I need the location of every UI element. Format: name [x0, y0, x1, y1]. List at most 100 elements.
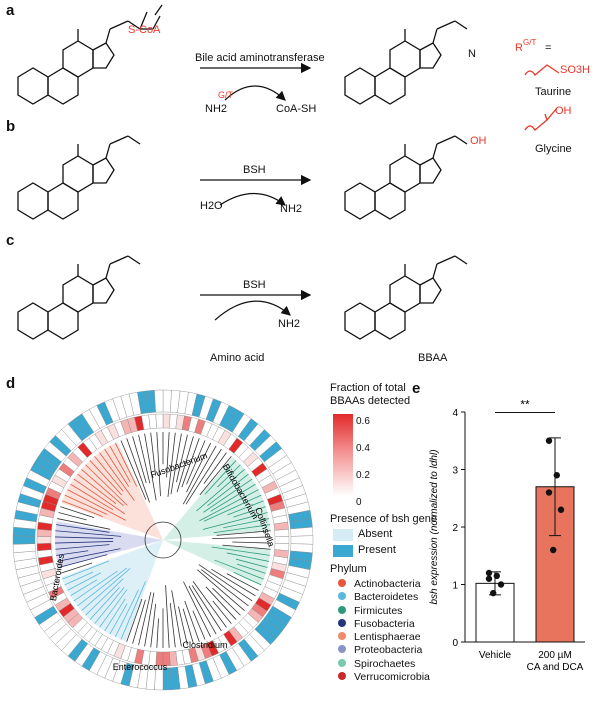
phylum-dot-icon	[338, 605, 346, 614]
panel-label-a: a	[6, 2, 15, 19]
tree-branch	[89, 460, 123, 496]
tree-branch	[185, 448, 222, 505]
tree-branch	[181, 438, 200, 488]
tree-branch	[186, 440, 206, 485]
y-tick-label: 2	[452, 523, 458, 534]
tree-branch	[89, 587, 120, 620]
phylum-label: Bacteroidetes	[354, 591, 419, 604]
tree-branch	[150, 603, 157, 648]
tree-branch	[204, 460, 237, 495]
tree-branch	[81, 568, 131, 612]
fraction-ring-cell	[274, 536, 290, 544]
tree-branch	[176, 434, 188, 483]
tree-branch	[156, 618, 159, 648]
data-point	[490, 589, 497, 597]
bsh-present-swatch	[333, 545, 353, 557]
tree-branch	[167, 432, 176, 497]
substrate-a-structure	[17, 20, 141, 105]
phylum-label: Fusobacteria	[354, 617, 415, 630]
tree-branch	[203, 478, 253, 513]
tree-branch	[207, 473, 249, 507]
tree-branch	[210, 483, 256, 512]
amino-acid-label: Amino acid	[210, 352, 265, 364]
phylum-item: Verrucomicrobia	[333, 671, 430, 684]
tree-branch	[226, 573, 259, 591]
fraction-ring-cell	[148, 413, 157, 429]
tree-branch	[104, 448, 130, 487]
tree-branch	[73, 478, 126, 515]
tree-branch	[55, 530, 122, 537]
tree-branch	[132, 436, 147, 484]
reagent-a: NH2	[205, 103, 228, 115]
tree-branch	[214, 559, 264, 580]
phylum-title: Phylum	[330, 563, 367, 575]
phylum-item: Proteobacteria	[333, 644, 430, 657]
rgt-legend-sup: G/T	[523, 38, 537, 47]
tree-branch	[57, 548, 121, 562]
fraction-ring-cell	[169, 651, 178, 667]
tree-branch	[203, 494, 262, 522]
phylum-label: Verrucomicrobia	[354, 671, 430, 684]
tree-branch	[77, 567, 128, 607]
tree-branch	[104, 598, 126, 632]
phylum-dot-icon	[338, 579, 346, 587]
tree-branch	[183, 581, 212, 638]
bsh-ring-cell	[162, 389, 172, 413]
tree-branch	[198, 564, 253, 602]
data-point	[557, 506, 565, 513]
tree-branch	[138, 591, 152, 646]
tree-branch	[203, 452, 227, 484]
tree-branch	[191, 585, 222, 632]
tree-branch	[184, 600, 200, 642]
tree-branch	[62, 500, 103, 517]
tree-branch	[114, 589, 139, 638]
tree-branch	[227, 500, 264, 516]
fraction-title: Fraction of total BBAAs detected	[330, 382, 411, 407]
clade-sector	[61, 540, 163, 642]
tree-branch	[212, 587, 241, 616]
substrate-b-structure	[17, 135, 141, 220]
tree-branch	[186, 442, 212, 493]
tree-branch	[144, 592, 155, 647]
data-point	[545, 437, 553, 444]
reaction-schemes	[17, 4, 560, 340]
tree-branch	[171, 590, 182, 647]
phylum-item: Firmicutes	[333, 605, 430, 618]
tree-branch	[57, 518, 111, 530]
tree-branch	[58, 554, 108, 568]
tree-branch	[64, 494, 108, 515]
tree-branch	[199, 456, 232, 496]
tree-branch	[212, 600, 232, 624]
rgt-legend-label: R	[515, 42, 523, 54]
phylum-item: Spirochaetes	[333, 658, 430, 671]
taurine-group: SO3H	[560, 64, 590, 76]
tree-branch	[201, 569, 249, 607]
tree-branch	[192, 581, 227, 628]
tree-branch	[67, 572, 102, 591]
bsh-ring-cell	[290, 535, 314, 545]
bsh-present-label: Present	[358, 544, 396, 556]
tree-branch	[199, 489, 259, 522]
phylum-item: Fusobacteria	[333, 618, 430, 631]
phylum-label: Lentisphaerae	[354, 631, 421, 644]
enzyme-label-b: BSH	[243, 164, 266, 176]
y-tick-label: 1	[452, 581, 458, 592]
tree-branch	[196, 468, 245, 512]
tree-branch	[114, 442, 138, 487]
tree-branch	[235, 558, 268, 568]
tree-branch	[232, 541, 271, 544]
tree-branch	[94, 587, 125, 624]
x-tick-label: 200 µM	[538, 650, 572, 661]
fraction-ring-cell	[274, 529, 290, 538]
tree-branch	[55, 544, 110, 550]
tree-branch	[165, 585, 170, 648]
clade-sector	[163, 540, 271, 586]
enzyme-label-c: BSH	[243, 279, 266, 291]
tree-branch	[85, 464, 128, 506]
data-point	[485, 575, 493, 582]
tree-branch	[126, 438, 150, 503]
taurine-label: Taurine	[535, 86, 572, 98]
x-tick-label: CA and DCA	[527, 662, 584, 673]
